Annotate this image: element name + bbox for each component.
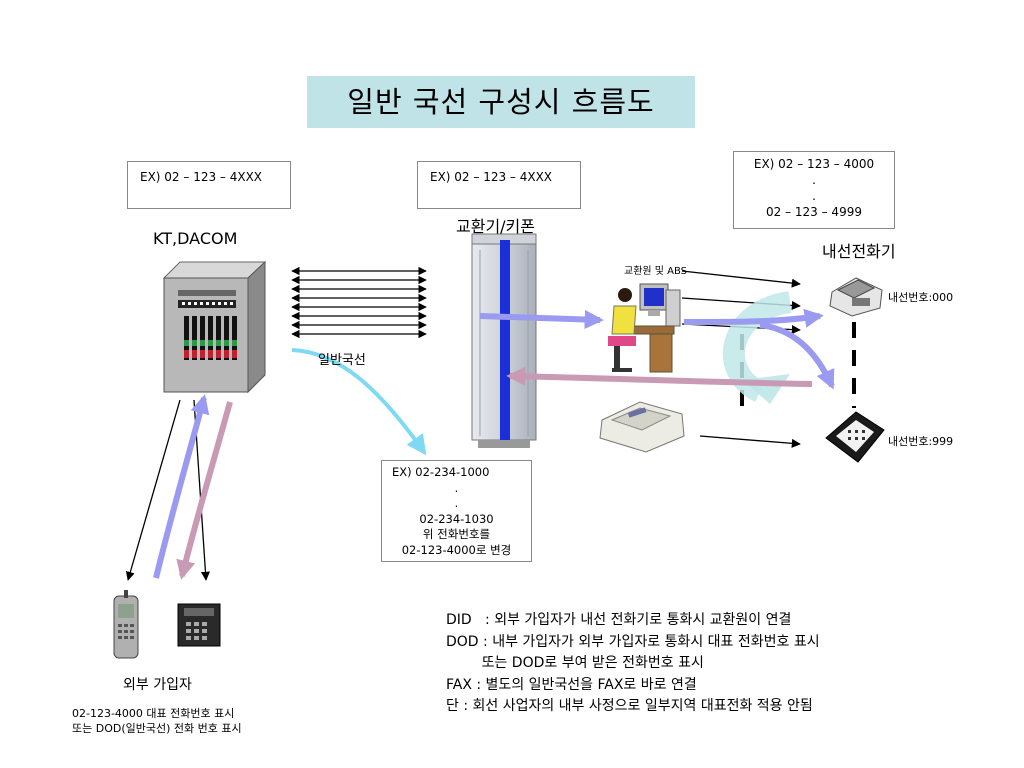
pbx-tower-icon bbox=[471, 233, 537, 448]
subscriber-outgoing-arrow bbox=[176, 401, 233, 580]
legend-dod-cont: 또는 DOD로 부여 받은 전화번호 표시 bbox=[446, 655, 704, 671]
office-phone-icon bbox=[177, 603, 221, 647]
ext-range-dot-1: . bbox=[812, 173, 816, 187]
mobile-phone-icon bbox=[113, 590, 139, 659]
did-range-start: EX) 02-234-1000 bbox=[392, 465, 490, 479]
page-title: 일반 국선 구성시 흐름도 bbox=[307, 76, 695, 128]
did-range-dot-1: . bbox=[454, 480, 459, 495]
did-number-box: EX) 02-234-1000 . . 02-234-1030 위 전화번호를 … bbox=[381, 460, 532, 562]
operator-to-ext-arrow bbox=[683, 308, 824, 328]
kt-exchange-icon bbox=[162, 260, 267, 394]
kt-number-text: EX) 02 – 123 – 4XXX bbox=[140, 170, 263, 184]
incoming-call-arrow bbox=[479, 309, 604, 330]
subscriber-note-line-1: 02-123-4000 대표 전화번호 표시 bbox=[72, 707, 235, 720]
pbx-number-box: EX) 02 – 123 – 4XXX bbox=[417, 161, 581, 209]
operator-icon bbox=[608, 283, 681, 373]
fax-machine-icon bbox=[599, 401, 685, 453]
legend: DID : 외부 가입자가 내선 전화기로 통화시 교환원이 연결 DOD : … bbox=[446, 610, 820, 718]
subscriber-incoming-arrow bbox=[153, 394, 210, 579]
pbx-label: 교환기/키폰 bbox=[456, 217, 535, 236]
subscriber-note-line-2: 또는 DOD(일반국선) 전화 번호 표시 bbox=[72, 722, 242, 735]
kt-label: KT,DACOM bbox=[153, 229, 238, 248]
outgoing-call-arrow bbox=[506, 366, 813, 387]
ext-to-ext-arrow bbox=[759, 322, 835, 390]
kt-number-box: EX) 02 – 123 – 4XXX bbox=[127, 161, 291, 209]
extension-phone-999-icon bbox=[825, 411, 885, 463]
pbx-number-text: EX) 02 – 123 – 4XXX bbox=[430, 170, 553, 184]
did-note-1: 위 전화번호를 bbox=[422, 527, 491, 541]
ext-range-start: EX) 02 – 123 – 4000 bbox=[753, 157, 875, 171]
extension-000-label: 내선번호:000 bbox=[888, 291, 954, 304]
did-arrow bbox=[291, 348, 427, 456]
trunk-lines bbox=[291, 266, 427, 339]
operator-label: 교환원 및 ABS bbox=[624, 266, 688, 277]
extension-label: 내선전화기 bbox=[822, 242, 896, 261]
extension-range-box: EX) 02 – 123 – 4000 . . 02 – 123 – 4999 bbox=[733, 151, 895, 229]
subscriber-note: 02-123-4000 대표 전화번호 표시 또는 DOD(일반국선) 전화 번… bbox=[72, 706, 242, 736]
kt-to-mobile-arrow bbox=[125, 399, 181, 581]
legend-fax: FAX : 별도의 일반국선을 FAX로 바로 연결 bbox=[446, 676, 697, 693]
legend-note: 단 : 회선 사업자의 내부 사정으로 일부지역 대표전화 적용 안됨 bbox=[446, 698, 813, 714]
ext-range-dot-2: . bbox=[812, 189, 816, 203]
extension-999-label: 내선번호:999 bbox=[888, 435, 954, 448]
ext-range-end: 02 – 123 – 4999 bbox=[766, 205, 862, 219]
legend-did: DID : 외부 가입자가 내선 전화기로 통화시 교환원이 연결 bbox=[446, 612, 792, 628]
did-range-dot-2: . bbox=[454, 496, 459, 510]
trunk-label: 일반국선 bbox=[318, 353, 366, 368]
subscriber-label: 외부 가입자 bbox=[123, 677, 192, 693]
legend-dod: DOD : 내부 가입자가 외부 가입자로 통화시 대표 전화번호 표시 bbox=[446, 633, 820, 650]
did-note-2: 02-123-4000로 변경 bbox=[401, 542, 512, 557]
extension-phone-000-icon bbox=[829, 277, 883, 317]
did-range-end: 02-234-1030 bbox=[419, 511, 494, 526]
